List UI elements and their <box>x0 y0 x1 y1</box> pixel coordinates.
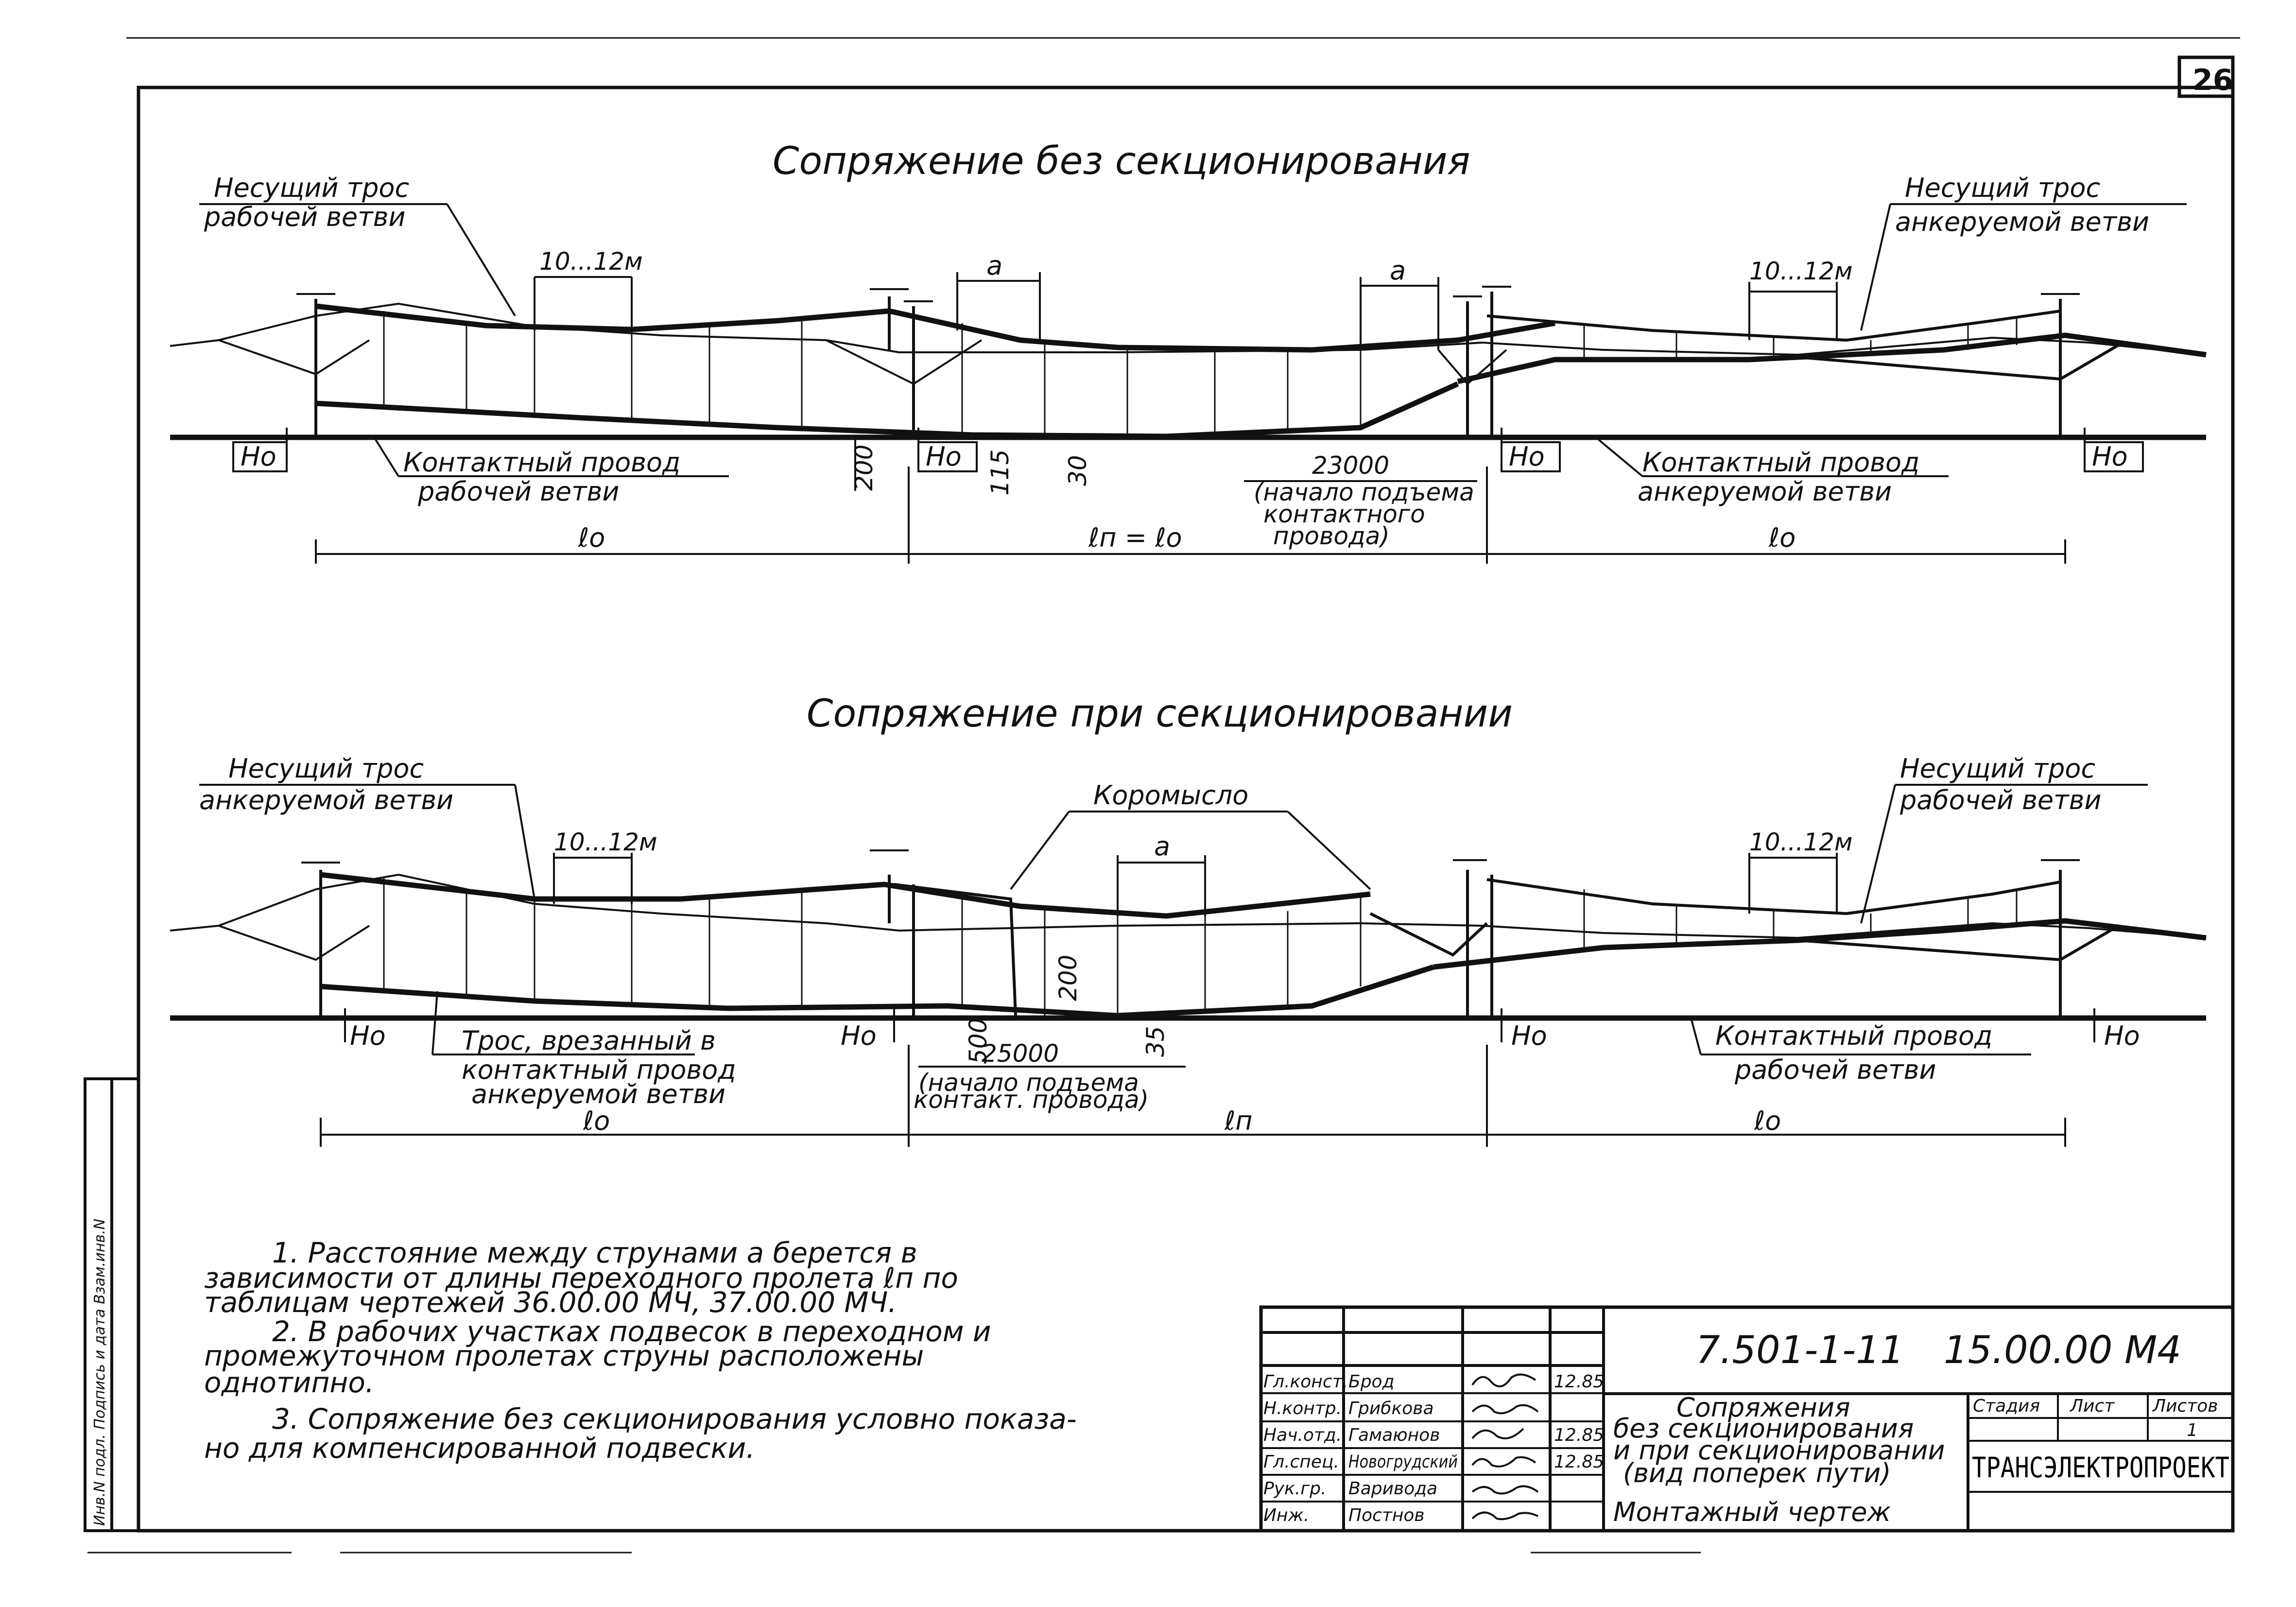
tb-role: Н.контр. <box>1263 1399 1342 1418</box>
bottom-diagram: Сопряжение при секционировании <box>170 692 2207 1147</box>
dim-115: 115 <box>986 449 1014 496</box>
dim-23000: 23000 <box>1312 451 1389 480</box>
tb-date: 12.85 <box>1554 1425 1604 1445</box>
tb-name: Постнов <box>1348 1505 1425 1525</box>
contact-label: Контактный провод <box>403 447 680 478</box>
tb-code: 7.501-1-11 <box>1696 1329 1904 1372</box>
tb-sheets-value: 1 <box>2187 1420 2198 1440</box>
side-stamp: Инв.N подл. Подпись и дата Взам.инв.N <box>91 1219 108 1526</box>
tb-name: Новогрудский <box>1348 1452 1458 1472</box>
tb-role: Гл.конст. <box>1263 1372 1348 1392</box>
contact-label: Контактный провод <box>1715 1020 1992 1051</box>
dropper-spacing: 10...12м <box>539 247 643 276</box>
top-diagram-title: Сопряжение без секционирования <box>773 139 1470 183</box>
dim-30: 30 <box>1064 455 1092 486</box>
messenger-label: рабочей ветви <box>1899 785 2102 815</box>
ho-label: Но <box>241 441 276 472</box>
rocker-label: Коромысло <box>1093 780 1248 811</box>
tb-name: Брод <box>1348 1372 1394 1392</box>
contact-label: рабочей ветви <box>417 476 620 507</box>
tb-name: Гамаюнов <box>1348 1425 1440 1445</box>
tb-role: Нач.отд. <box>1263 1425 1342 1445</box>
messenger-label: Несущий трос <box>1905 173 2100 203</box>
rise-note: (начало подъема <box>918 1069 1139 1097</box>
ho-label: Но <box>841 1020 877 1051</box>
tb-date: 12.85 <box>1554 1372 1604 1392</box>
contact-label: анкеруемой ветви <box>1638 476 1892 507</box>
messenger-label: анкеруемой ветви <box>1895 207 2149 237</box>
dim-35: 35 <box>1141 1026 1170 1057</box>
note-line: 2. В рабочих участках подвесок в переход… <box>272 1315 991 1348</box>
bottom-diagram-title: Сопряжение при секционировании <box>807 692 1513 736</box>
rise-note: (начало подъема <box>1254 478 1474 506</box>
span-label: ℓп <box>1224 1106 1253 1136</box>
signatures <box>1471 1373 1539 1521</box>
ho-label: Но <box>1511 1020 1547 1051</box>
top-diagram: Сопряжение без секционирования <box>170 139 2207 564</box>
span-label: ℓп = ℓо <box>1088 522 1182 553</box>
note-line: таблицам чертежей 36.00.00 МЧ, 37.00.00 … <box>204 1286 897 1319</box>
tb-sheets-header: Листов <box>2152 1396 2218 1416</box>
dim-200: 200 <box>1054 955 1082 1001</box>
tb-name: Грибкова <box>1348 1399 1434 1418</box>
tb-title-line: без секционирования <box>1613 1413 1914 1444</box>
note-line: зависимости от длины переходного пролета… <box>204 1261 958 1295</box>
a-label: а <box>986 250 1002 281</box>
cable-label: контактный провод <box>462 1054 736 1085</box>
dropper-spacing: 10...12м <box>1749 257 1853 285</box>
span-label: ℓо <box>1754 1106 1781 1136</box>
ho-label: Но <box>2104 1020 2140 1051</box>
messenger-label: Несущий трос <box>1900 753 2095 784</box>
ho-label: Но <box>350 1020 386 1051</box>
ho-label: Но <box>926 441 962 472</box>
messenger-label: рабочей ветви <box>204 202 406 232</box>
dim-25000: 25000 <box>982 1039 1059 1068</box>
notes: 1. Расстояние между струнами а берется в… <box>204 1236 1077 1465</box>
tb-sheet-header: Лист <box>2069 1396 2115 1416</box>
cable-label: анкеруемой ветви <box>471 1079 725 1109</box>
messenger-label: Несущий трос <box>214 173 409 203</box>
dim-500: 500 <box>964 1018 992 1064</box>
tb-drawing: 15.00.00 М4 <box>1944 1329 2181 1372</box>
dim-200: 200 <box>850 445 878 491</box>
span-label: ℓо <box>578 522 605 553</box>
contact-label: Контактный провод <box>1642 447 1919 478</box>
title-block <box>1259 1305 2235 1533</box>
span-label: ℓо <box>1768 522 1795 553</box>
rise-note: провода) <box>1273 522 1390 550</box>
a-label: а <box>1154 831 1170 862</box>
tb-date: 12.85 <box>1554 1452 1604 1472</box>
cable-label: Трос, врезанный в <box>462 1025 716 1056</box>
note-line: 1. Расстояние между струнами а берется в <box>272 1236 917 1269</box>
ho-label: Но <box>2092 441 2128 472</box>
tb-title-line: Монтажный чертеж <box>1613 1497 1891 1527</box>
a-label: а <box>1390 255 1406 286</box>
note-line: однотипно. <box>204 1366 374 1399</box>
tb-name: Варивода <box>1348 1479 1437 1499</box>
tb-role: Гл.спец. <box>1263 1452 1339 1472</box>
tb-stage-header: Стадия <box>1973 1396 2040 1416</box>
tb-title-line: Сопряжения <box>1676 1392 1850 1423</box>
span-label: ℓо <box>583 1106 610 1136</box>
tb-role: Инж. <box>1263 1505 1309 1525</box>
sheet-number: 26 <box>2192 63 2233 97</box>
contact-label: рабочей ветви <box>1734 1054 1936 1085</box>
rise-note: контакт. провода) <box>914 1086 1149 1114</box>
dropper-spacing: 10...12м <box>1749 828 1853 856</box>
tb-role: Рук.гр. <box>1263 1479 1326 1499</box>
note-line: промежуточном пролетах струны расположен… <box>204 1339 924 1372</box>
note-line: но для компенсированной подвески. <box>204 1432 755 1465</box>
rise-note: контактного <box>1263 500 1425 528</box>
tb-title-line: и при секционировании <box>1613 1435 1945 1466</box>
note-line: 3. Сопряжение без секционирования условн… <box>272 1402 1077 1435</box>
dropper-spacing: 10...12м <box>554 828 657 856</box>
tb-title-line: (вид поперек пути) <box>1623 1458 1891 1488</box>
ho-label: Но <box>1509 441 1545 472</box>
tb-company: ТРАНСЭЛЕКТРОПРОЕКТ <box>1972 1451 2229 1484</box>
messenger-label: Несущий трос <box>228 753 424 784</box>
sheet-frame <box>84 37 2240 1554</box>
messenger-label: анкеруемой ветви <box>199 785 453 815</box>
